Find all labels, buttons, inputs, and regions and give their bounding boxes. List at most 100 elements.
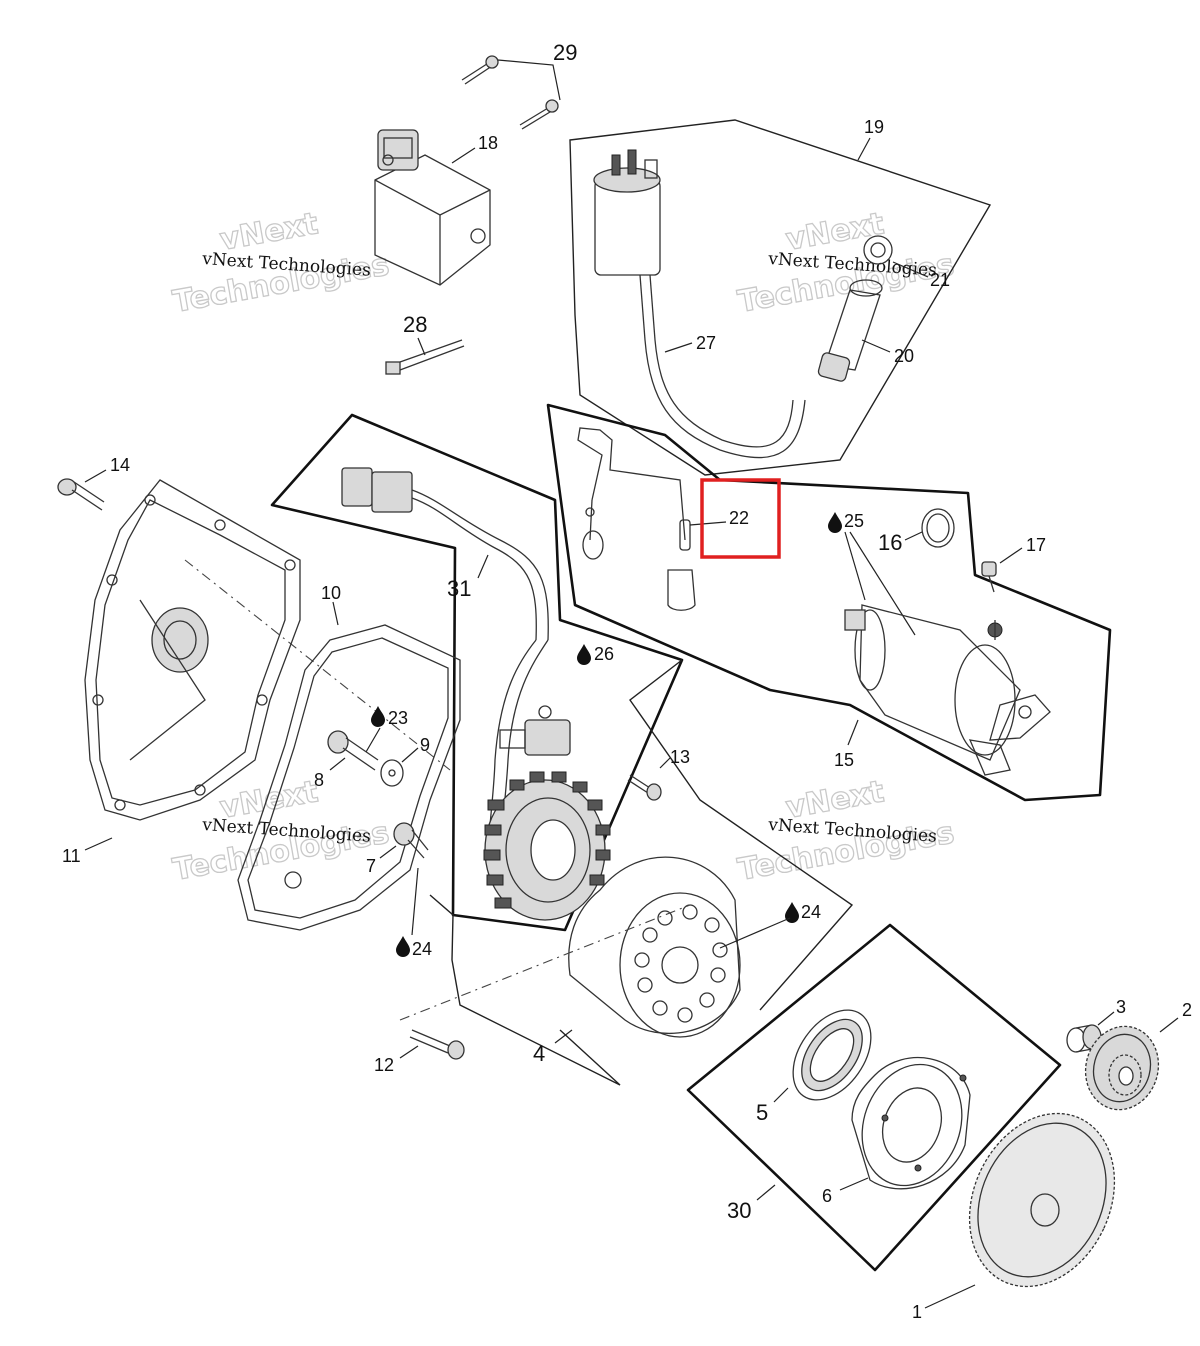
screw-17 [981,561,997,593]
callout-3: 3 [1116,997,1126,1017]
callout-6: 6 [822,1186,832,1206]
leader-17 [999,547,1023,564]
spark-plug-cap-20 [817,279,883,382]
bolt-7 [393,822,429,859]
lubricant-drop-icon [785,902,799,923]
callout-30: 30 [727,1198,751,1223]
screw-29-lower [519,99,559,130]
leader-24-flywheel [719,917,791,949]
leader-21 [892,261,929,278]
stator-cover-11 [84,479,301,821]
leader-4 [554,1029,573,1044]
bolt-8 [327,730,379,771]
callout-2: 2 [1182,1000,1192,1020]
leader-11 [84,837,113,851]
seal-21 [863,235,893,265]
callout-27: 27 [696,333,716,353]
gasket-10 [237,624,461,931]
stator-right-outline [629,659,854,1011]
leader-13 [659,757,671,769]
callout-4: 4 [533,1041,545,1066]
callout-15: 15 [834,750,854,770]
leader-16 [904,531,923,541]
callout-21: 21 [930,270,950,290]
stator-harness-31 [341,467,549,871]
leader-5 [773,1087,789,1103]
starter-clutch-group-outline [686,923,1062,1272]
ignition-coil-group-outline [569,119,992,476]
callout-28: 28 [403,312,427,337]
leader-20 [861,339,891,353]
washer-9 [380,759,404,787]
leader-25a [844,531,866,601]
starter-cable-22 [577,427,696,611]
watermark-top-left: vNext Technologies vNext Technologies [170,206,393,321]
leader-12 [399,1045,419,1059]
callout-24-bolt: 24 [412,939,432,959]
callout-26: 26 [594,644,614,664]
cover-axis [184,559,451,771]
leader-1 [924,1284,976,1309]
one-way-clutch-5 [792,1009,872,1101]
cable-tie-28 [385,339,465,375]
callout-12: 12 [374,1055,394,1075]
flywheel-4 [568,856,741,1038]
callout-19: 19 [864,117,884,137]
leader-9 [401,747,419,763]
callout-20: 20 [894,346,914,366]
leader-27 [664,342,693,353]
leader-23 [365,727,381,753]
screw-14 [57,478,105,511]
high-tension-wire-27 [644,339,806,459]
screw-29-upper [461,55,499,85]
leader-2 [1159,1017,1179,1033]
lubricant-drop-icon [396,936,410,957]
leader-3 [1097,1011,1115,1026]
intermediate-gear-2 [1084,1025,1160,1111]
callout-25: 25 [844,511,864,531]
starter-clutch-housing-6 [851,1056,971,1190]
voltage-regulator-18 [374,129,491,286]
leader-25b [849,531,916,636]
starter-motor-15 [844,604,1051,776]
leader-10 [332,601,339,626]
callout-29: 29 [553,40,577,65]
lubricant-drop-icon [371,706,385,727]
callout-22: 22 [729,508,749,528]
leader-28 [417,337,426,356]
leader-22 [689,521,727,526]
callout-8: 8 [314,770,324,790]
watermark-mid-left: vNext Technologies vNext Technologies [170,774,393,889]
watermark-mid-right: vNext Technologies vNext Technologies [735,774,958,889]
ignition-coil-19 [593,149,661,341]
pickup-coil [499,705,571,756]
leader-14 [84,469,107,483]
callout-13: 13 [670,747,690,767]
leader-31 [477,554,489,579]
o-ring-16 [921,508,955,548]
screw-13 [627,774,662,801]
lubricant-drop-icon [828,512,842,533]
leader-24-bolt [411,867,419,936]
starter-group-outline [546,403,1112,802]
leader-6 [839,1177,869,1191]
callout-11: 11 [62,846,81,866]
callout-1: 1 [912,1302,922,1322]
bolt-12 [409,1029,465,1060]
leader-19 [857,137,871,161]
leader-18 [451,147,476,164]
leader-7 [379,845,397,859]
callout-23: 23 [388,708,408,728]
starter-gear-1 [968,1112,1116,1288]
callout-16: 16 [878,530,902,555]
callout-10: 10 [321,583,341,603]
callout-18: 18 [478,133,498,153]
part-22-highlight-box [700,478,781,559]
callout-7: 7 [366,856,376,876]
callout-5: 5 [756,1100,768,1125]
stator [483,771,611,921]
crankshaft-axis [399,904,691,1021]
callout-24-flywheel: 24 [801,902,821,922]
lubricant-drop-icon [577,644,591,665]
